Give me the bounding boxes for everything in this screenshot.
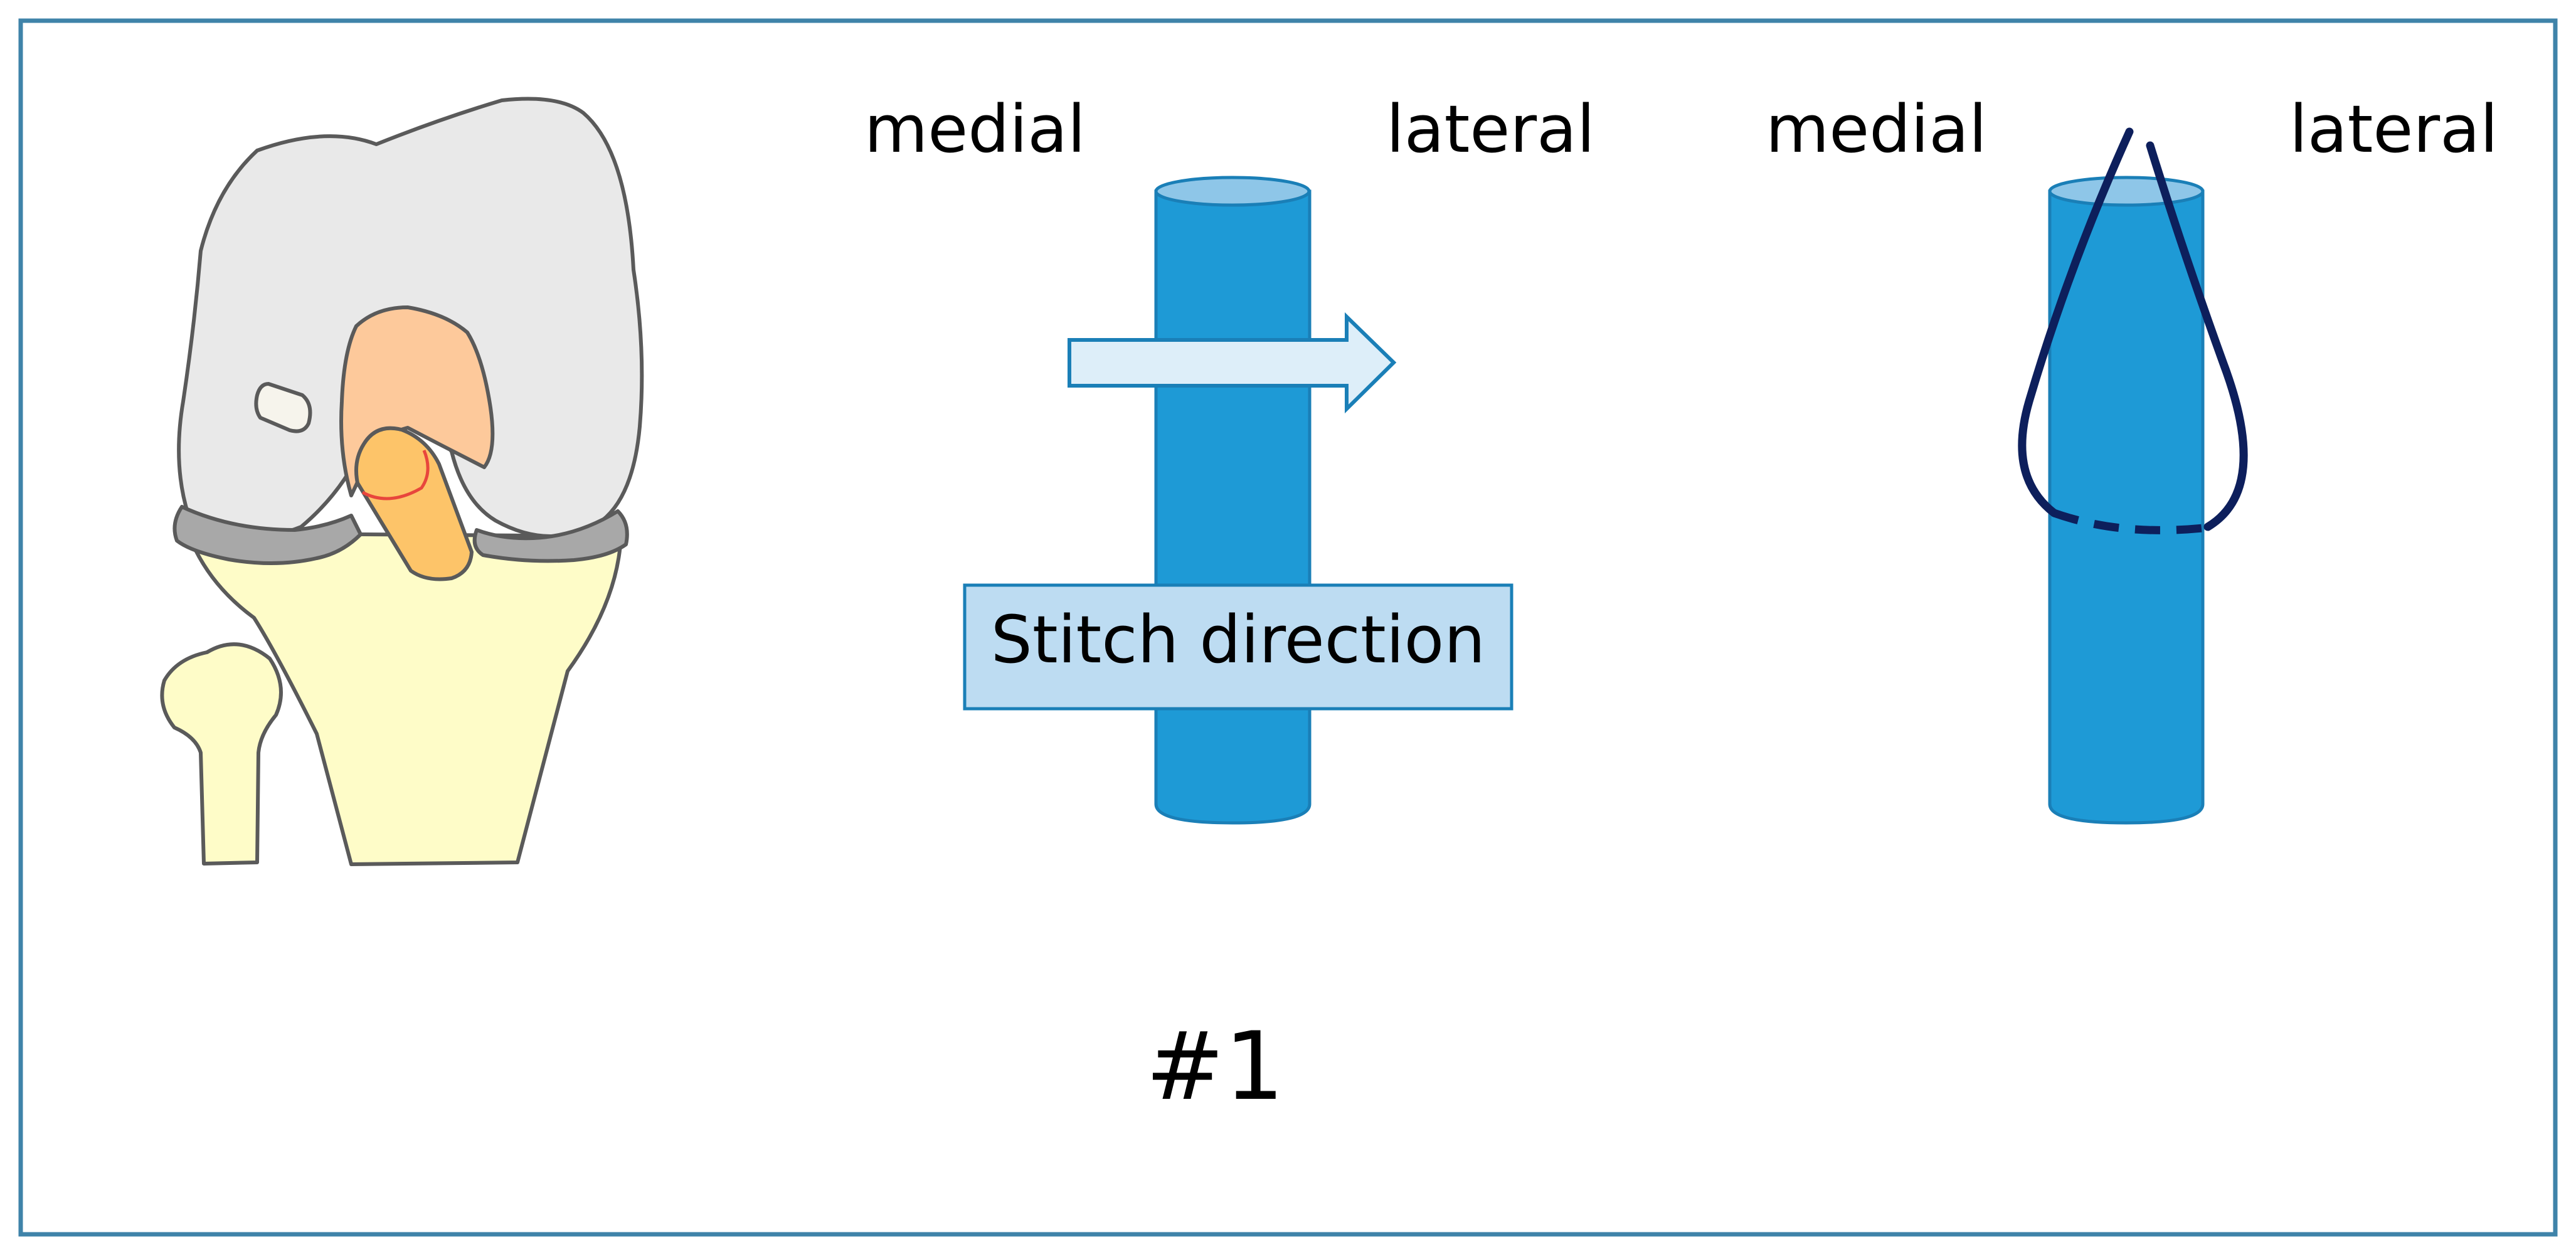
left-medial-label: medial [864,91,1086,167]
right-medial-label: medial [1766,91,1987,167]
left-lateral-label: lateral [1386,91,1595,167]
figure-number: #1 [1145,1012,1284,1121]
stitch-direction-arrow [1068,312,1397,414]
medial-meniscus [172,505,363,565]
femoral-tunnel-marker [254,382,312,433]
right-lateral-label: lateral [2289,91,2498,167]
acl-femoral-stump [339,305,495,497]
acl-graft [354,426,474,581]
graft-cylinder-left [1154,176,1312,825]
fibula [160,642,283,866]
cylinder-top-right [2048,176,2205,207]
suture-loop [2018,127,2248,534]
cylinder-body-left [1154,189,1312,825]
cylinder-top-left [1154,176,1311,207]
stitch-direction-label: Stitch direction [991,601,1485,678]
suture-strand-lateral [2146,141,2248,531]
suture-through-graft-dashed [2052,509,2203,534]
knee-illustration [160,97,644,866]
cylinder-body-right [2048,189,2205,825]
stitch-direction-label-box: Stitch direction [963,583,1513,711]
lateral-meniscus [472,509,629,563]
tibia [186,531,623,866]
suture-strand-medial [2018,127,2134,517]
graft-tunnel-aperture-line [361,450,430,500]
